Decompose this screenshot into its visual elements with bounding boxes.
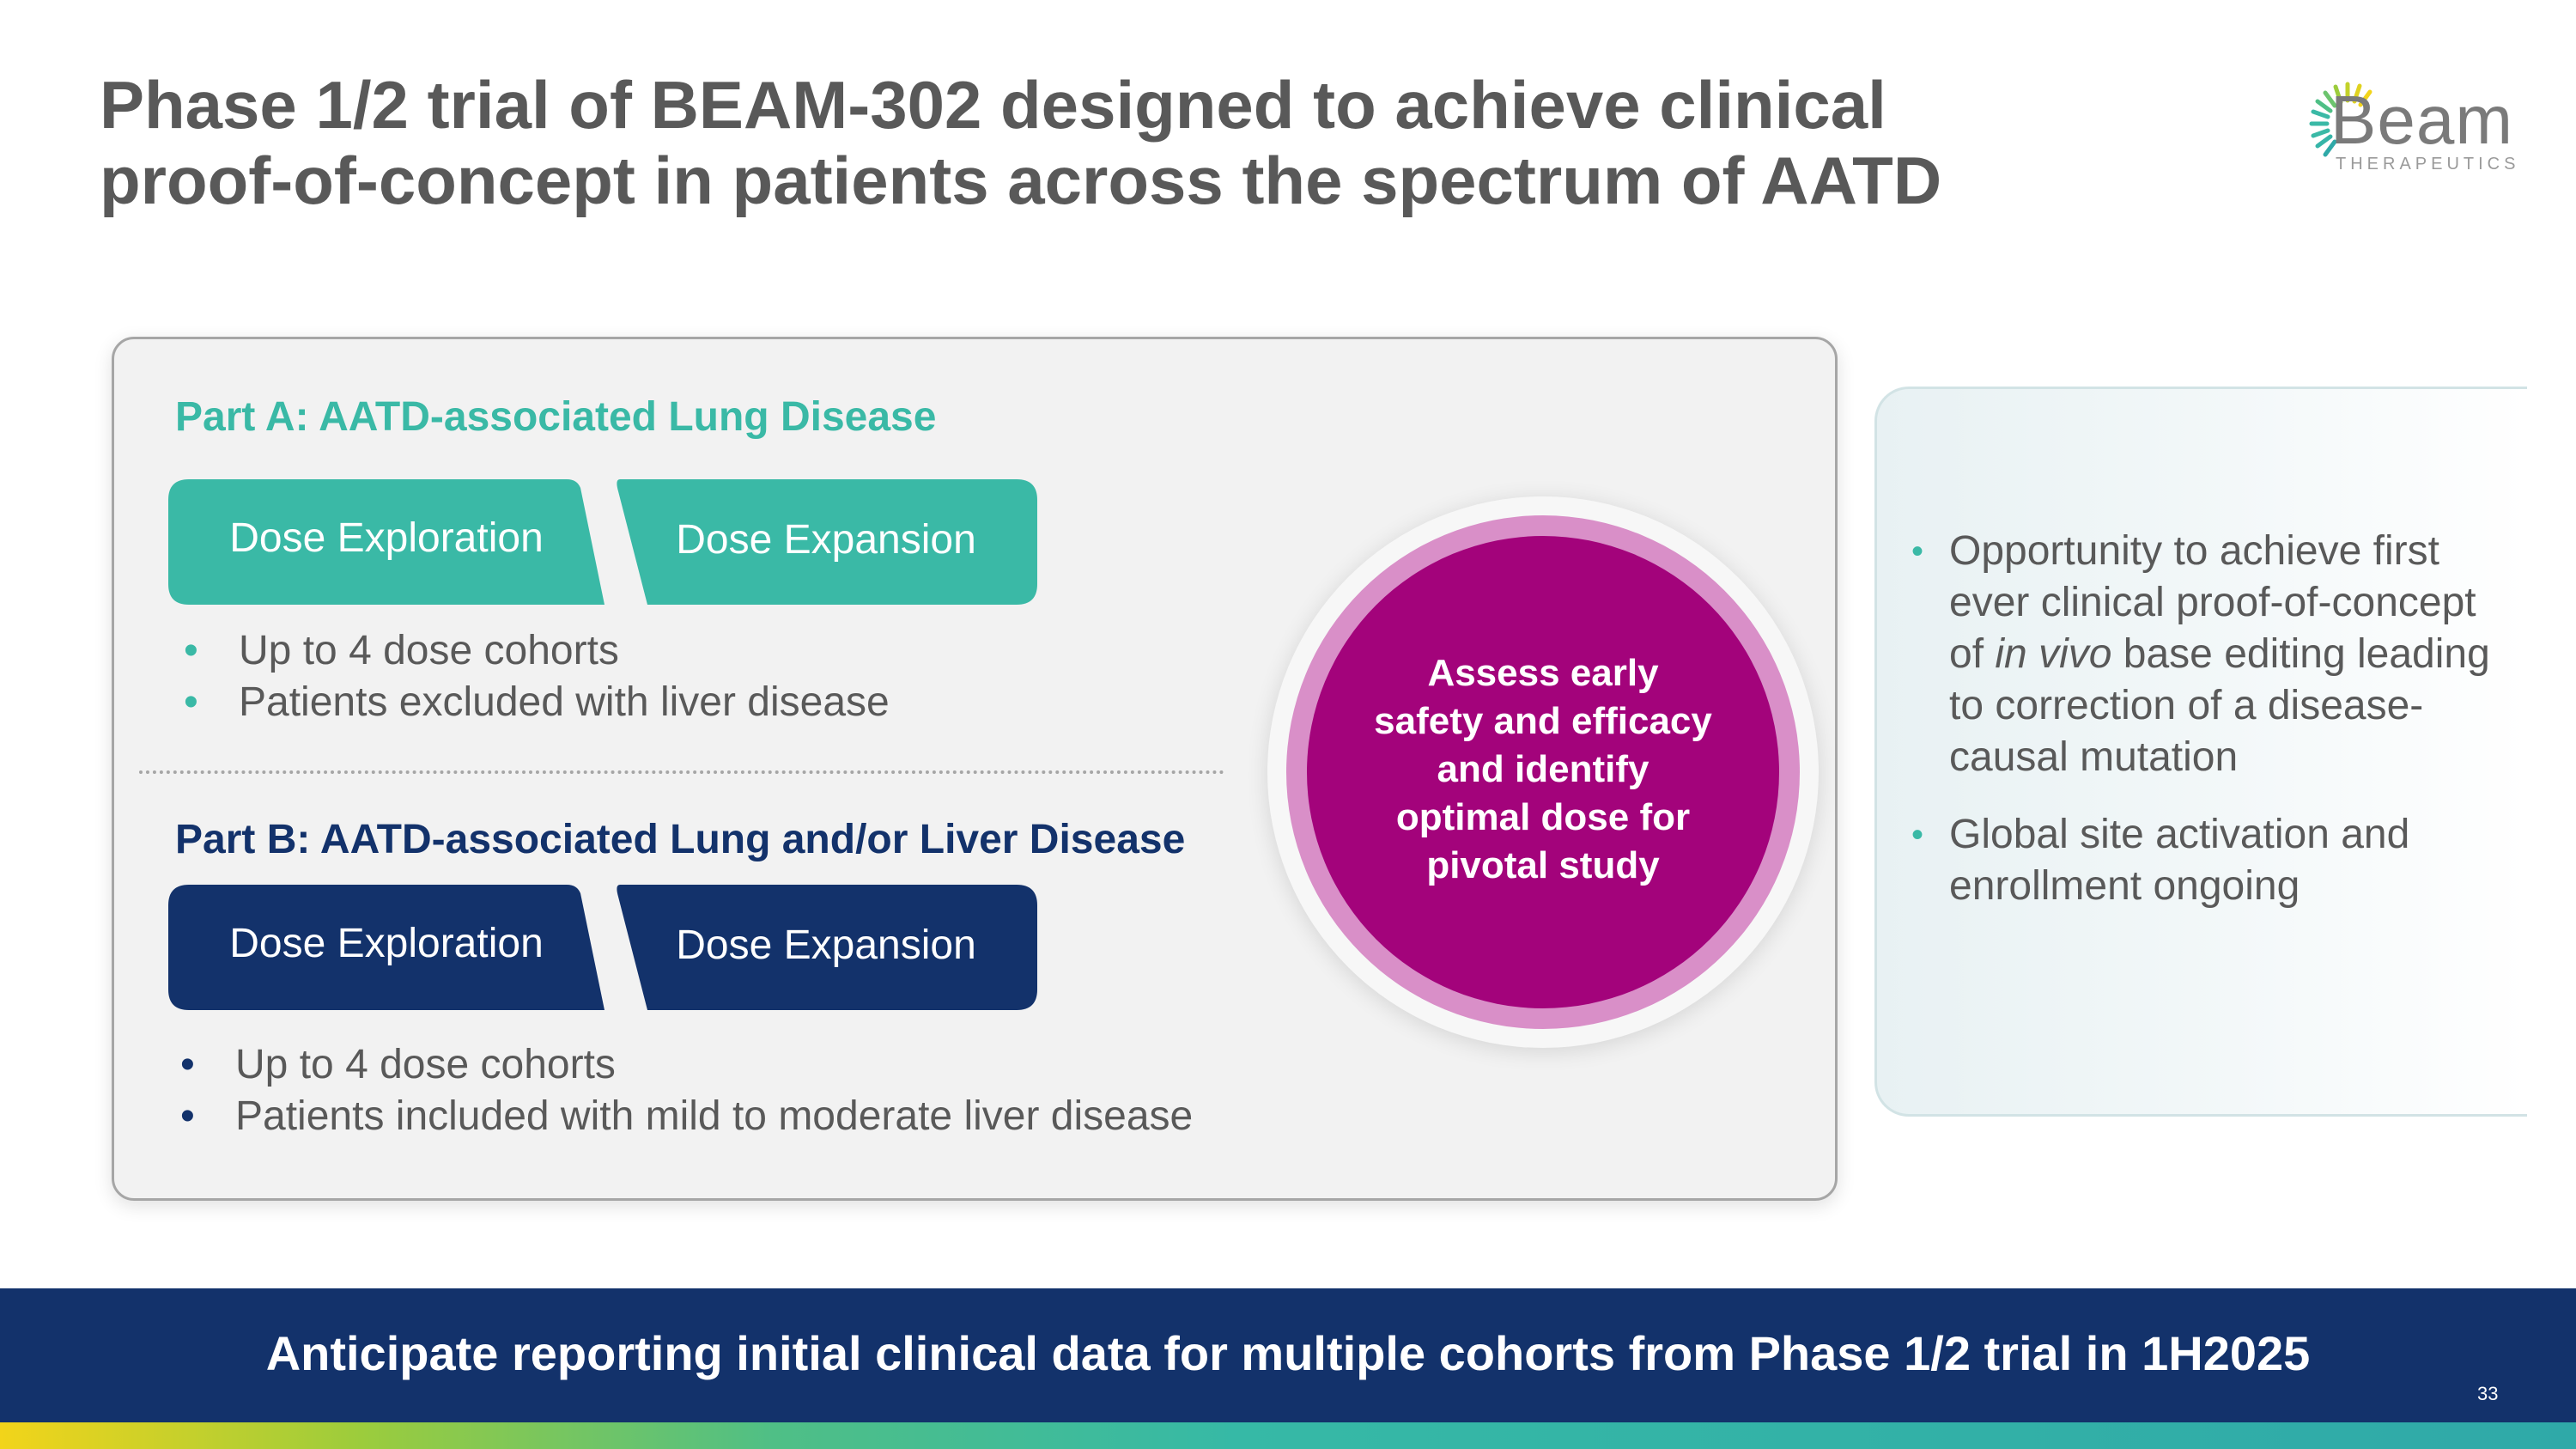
italic-term: in vivo — [1995, 631, 2112, 677]
slide-title-line-1: Phase 1/2 trial of BEAM-302 designed to … — [100, 67, 1886, 143]
list-item: •Up to 4 dose cohorts — [180, 1042, 616, 1087]
slide-title: Phase 1/2 trial of BEAM-302 designed to … — [100, 67, 2246, 218]
part-a-stage-shapes — [168, 479, 1037, 605]
footer-banner — [0, 1288, 2576, 1422]
part-b-heading: Part B: AATD-associated Lung and/or Live… — [175, 817, 1186, 862]
logo-wordmark: Beam — [2330, 82, 2513, 158]
part-a-stages: Dose Exploration Dose Expansion — [168, 479, 1037, 605]
part-b-stage-shapes — [168, 885, 1037, 1010]
part-b-dose-exploration: Dose Exploration — [229, 921, 544, 966]
sunburst-icon — [2309, 82, 2372, 157]
page-number: 33 — [2477, 1383, 2499, 1404]
dotted-divider — [139, 770, 1224, 774]
part-a-dose-exploration: Dose Exploration — [229, 515, 544, 561]
list-item: •Global site activation and enrollment o… — [1911, 812, 2410, 909]
footer-banner-text: Anticipate reporting initial clinical da… — [265, 1326, 2311, 1380]
list-item: •Opportunity to achieve first ever clini… — [1911, 528, 2490, 780]
list-item: •Up to 4 dose cohorts — [184, 628, 619, 673]
slide-title-line-2: proof-of-concept in patients across the … — [100, 143, 1942, 218]
gradient-stripe — [0, 1422, 2576, 1449]
part-b-dose-expansion: Dose Expansion — [676, 922, 976, 968]
logo-subtitle: THERAPEUTICS — [2336, 155, 2520, 174]
goal-circle — [1307, 536, 1779, 1008]
side-panel — [1874, 387, 2527, 1117]
list-item: •Patients included with mild to moderate… — [180, 1093, 1194, 1139]
side-panel-bullet-list: •Opportunity to achieve first ever clini… — [1911, 526, 2512, 938]
part-a-heading: Part A: AATD-associated Lung Disease — [175, 394, 937, 440]
part-b-bullet-list: •Up to 4 dose cohorts •Patients included… — [173, 1039, 1193, 1142]
goal-circle-text: Assess early safety and efficacy and ide… — [1374, 652, 1712, 886]
part-a-bullet-list: •Up to 4 dose cohorts •Patients excluded… — [177, 625, 890, 728]
list-item: •Patients excluded with liver disease — [184, 679, 890, 725]
part-a-dose-expansion: Dose Expansion — [676, 517, 976, 563]
beam-therapeutics-logo: Beam THERAPEUTICS — [2293, 70, 2515, 174]
part-b-stages: Dose Exploration Dose Expansion — [168, 885, 1037, 1010]
